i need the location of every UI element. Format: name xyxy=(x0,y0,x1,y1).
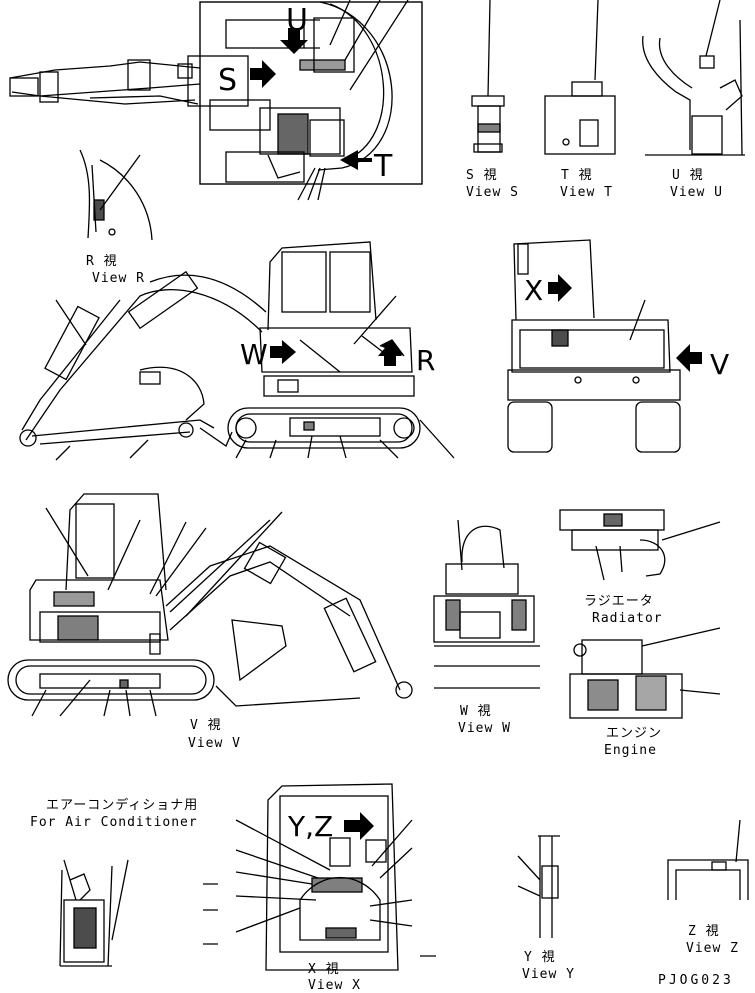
radiator-sketch xyxy=(559,509,721,581)
engine-sketch xyxy=(569,627,721,719)
letter-v: V xyxy=(710,348,729,381)
letter-s: S xyxy=(218,63,237,98)
view-z-en-label: View Z xyxy=(686,941,739,956)
radiator-en-label: Radiator xyxy=(592,611,663,626)
view-y-sketch xyxy=(517,835,560,938)
machine-rear-view xyxy=(507,239,702,453)
view-x-en-label: View X xyxy=(308,978,361,993)
plan-view xyxy=(9,0,423,201)
view-t-en-label: View T xyxy=(560,185,613,200)
view-x-sketch xyxy=(203,783,436,971)
letter-t: T xyxy=(373,149,393,184)
view-w-sketch xyxy=(433,519,540,689)
engine-en-label: Engine xyxy=(604,743,657,758)
drawing-code: PJOG023 xyxy=(658,973,734,988)
view-s-jp-label: S 視 xyxy=(466,168,498,183)
letter-yz: Y,Z xyxy=(287,810,333,843)
view-t-sketch xyxy=(544,0,616,155)
engine-jp-label: エンジン xyxy=(606,726,663,741)
view-x-jp-label: X 視 xyxy=(308,962,340,977)
aircon-jp-label: エアーコンディショナ用 xyxy=(46,798,199,813)
view-v-jp-label: V 視 xyxy=(190,718,222,733)
letter-u: U xyxy=(286,3,308,38)
letter-w: W xyxy=(240,338,268,371)
view-r-en-label: View R xyxy=(92,271,145,286)
view-s-sketch xyxy=(471,0,505,153)
view-t-jp-label: T 視 xyxy=(561,168,593,183)
letter-x: X xyxy=(524,274,543,307)
view-s-en-label: View S xyxy=(466,185,519,200)
view-u-sketch xyxy=(642,0,745,156)
view-v-en-label: View V xyxy=(188,736,241,751)
view-u-en-label: View U xyxy=(670,185,723,200)
radiator-jp-label: ラジエータ xyxy=(584,594,654,609)
view-z-sketch xyxy=(667,819,749,900)
view-r-sketch xyxy=(79,149,153,241)
view-z-jp-label: Z 視 xyxy=(688,924,720,939)
view-u-jp-label: U 視 xyxy=(672,168,704,183)
aircon-sketch xyxy=(59,859,129,967)
view-w-en-label: View W xyxy=(458,721,511,736)
view-r-jp-label: R 視 xyxy=(86,254,118,269)
view-v-sketch xyxy=(7,493,413,717)
machine-side-view xyxy=(19,241,455,461)
view-y-en-label: View Y xyxy=(522,967,575,982)
view-w-jp-label: W 視 xyxy=(460,704,492,719)
aircon-en-label: For Air Conditioner xyxy=(30,815,198,830)
view-y-jp-label: Y 視 xyxy=(524,950,556,965)
letter-r: R xyxy=(416,344,435,377)
